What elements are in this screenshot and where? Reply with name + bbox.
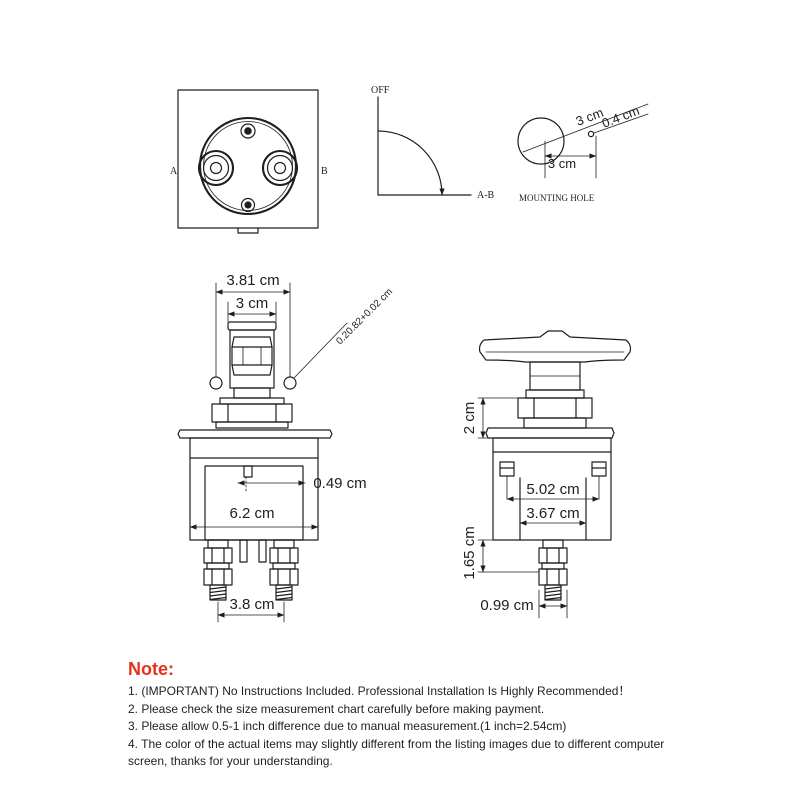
bolt-left (499, 461, 515, 500)
note-item-2: 2. Please check the size measurement cha… (128, 701, 545, 716)
small-hole-leader (593, 113, 649, 134)
hole-spacing-label: 3 cm (548, 156, 576, 171)
note-item-1: 1. (IMPORTANT) No Instructions Included.… (128, 684, 631, 698)
notes-section: Note: 1. (IMPORTANT) No Instructions Inc… (128, 658, 688, 771)
terminal-width-label: 0.99 cm (480, 597, 533, 614)
side-view (177, 282, 348, 623)
rotation-arc-arrow (377, 130, 445, 196)
note-heading: Note: (128, 659, 174, 679)
note-item-3: 3. Please allow 0.5-1 inch difference du… (128, 719, 567, 733)
center-posts (239, 539, 267, 563)
note-item-4: 4. The color of the actual items may sli… (128, 736, 665, 769)
rear-panel-nut (517, 389, 593, 429)
bolt-right (591, 461, 607, 500)
rotation-diagram (377, 96, 472, 196)
mounting-hole-caption: MOUNTING HOLE (519, 193, 595, 203)
nut-height-label: 2 cm (461, 402, 478, 435)
terminal-stud-right (269, 539, 299, 601)
body-width-label: 6.2 cm (229, 505, 274, 522)
inner-width-label: 3.67 cm (526, 505, 579, 522)
off-position-label: OFF (371, 85, 390, 96)
small-hole-circle (587, 130, 595, 138)
shaft-marker-right (283, 376, 297, 390)
outer-width-label: 3.81 cm (226, 272, 279, 289)
terminal-stud-left (203, 539, 233, 601)
front-plate-tab (237, 227, 259, 234)
t-handle (478, 330, 632, 363)
terminal-stud-rear (538, 539, 568, 601)
pin-offset-label: 0.49 cm (313, 475, 366, 492)
terminal-a-label: A (170, 166, 178, 177)
switch-dimension-diagram: A B OFF A-B 3 cm 0.4 cm 3 cm MOUNTING HO… (170, 85, 649, 623)
shaft-marker-left (209, 376, 223, 390)
top-screw-hole (240, 123, 256, 139)
thread-note-label: 0.20.82+0.02 cm (334, 286, 395, 347)
on-position-label: A-B (477, 190, 495, 201)
thread-note-leader (293, 322, 348, 379)
terminal-b-top (261, 149, 299, 187)
handle-stem (529, 361, 581, 391)
mounting-hole-circle (517, 117, 565, 165)
bottom-screw-hole (240, 197, 256, 213)
rear-view (477, 330, 632, 619)
hole-diameter-leader (522, 103, 649, 153)
knob (227, 321, 277, 399)
indicator-pin (243, 465, 253, 493)
terminal-b-label: B (321, 166, 328, 177)
switch-body-side (189, 437, 319, 541)
front-view (177, 89, 319, 234)
small-hole-diameter-label: 0.4 cm (600, 103, 642, 131)
note-list: 1. (IMPORTANT) No Instructions Included.… (128, 683, 688, 771)
knob-width-label: 3 cm (236, 295, 269, 312)
front-housing-inner-ring (203, 121, 293, 211)
mounting-plate-rear (485, 427, 615, 439)
front-mounting-plate (177, 89, 319, 229)
panel-nut (211, 397, 293, 429)
terminal-spacing-label: 3.8 cm (229, 596, 274, 613)
bolt-spacing-label: 5.02 cm (526, 481, 579, 498)
mounting-plate-side (177, 429, 333, 439)
terminal-a-top (197, 149, 235, 187)
terminal-height-label: 1.65 cm (461, 526, 478, 579)
mounting-hole-diagram (517, 103, 649, 179)
